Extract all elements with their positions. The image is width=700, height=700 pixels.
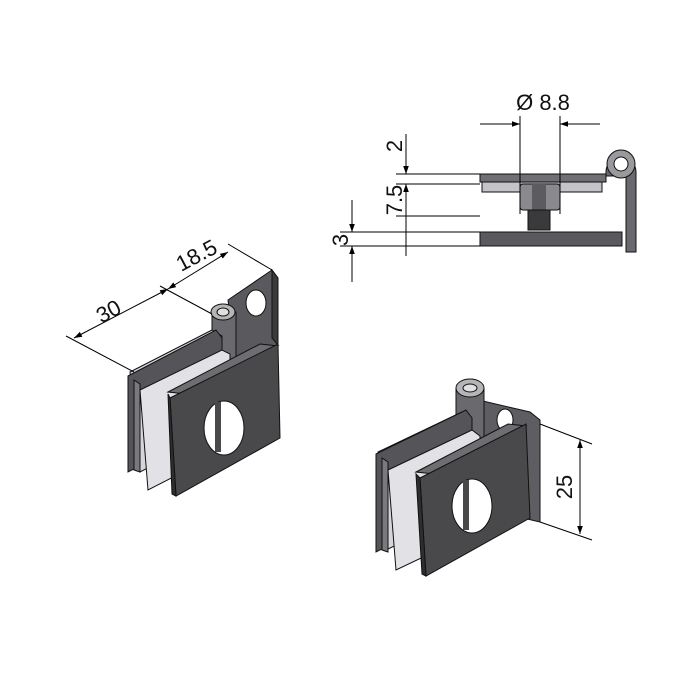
left-hinge-iso-view: 30 18.5 xyxy=(65,234,281,497)
dimension-25: 25 xyxy=(539,423,593,541)
dim-25-label: 25 xyxy=(552,475,577,499)
dimension-2: 2 xyxy=(382,134,480,228)
dim-30-label: 30 xyxy=(92,295,125,329)
dim-7-5-label: 7.5 xyxy=(382,185,407,216)
section-spacer-shadow xyxy=(532,184,546,210)
section-knuckle-pin xyxy=(613,156,629,172)
left-hinge-back-hole xyxy=(245,289,267,317)
dimension-7-5: 7.5 xyxy=(382,185,480,217)
dim-8-8-label: Ø 8.8 xyxy=(516,90,570,115)
left-hinge-screw xyxy=(203,400,245,456)
right-hinge-section-view: Ø 8.8 2 7.5 3 xyxy=(328,90,637,282)
section-bottom-leaf xyxy=(479,231,623,247)
right-hinge-knuckle-pin xyxy=(462,383,478,393)
section-top-leaf xyxy=(479,173,607,183)
right-hinge-iso-view: 25 xyxy=(375,378,593,577)
right-hinge-rear-clamp-face xyxy=(381,457,389,553)
right-hinge-front-clamp-edge xyxy=(415,472,427,577)
dimension-3: 3 xyxy=(328,200,480,282)
section-screw-shank xyxy=(527,209,551,231)
dim-3-label: 3 xyxy=(328,234,353,246)
left-hinge-front-clamp-edge xyxy=(167,393,177,497)
right-hinge-screw xyxy=(451,478,493,534)
right-hinge-screw-slot xyxy=(463,480,469,530)
left-hinge-screw-slot xyxy=(215,402,221,452)
left-hinge-rear-clamp-face xyxy=(133,379,141,473)
left-hinge-back-leaf-side xyxy=(271,268,279,347)
dimension-diameter-8-8: Ø 8.8 xyxy=(480,90,600,214)
dim-2-label: 2 xyxy=(382,140,407,152)
left-hinge-knuckle-pin xyxy=(216,307,230,317)
dim-18-5-label: 18.5 xyxy=(172,234,222,276)
